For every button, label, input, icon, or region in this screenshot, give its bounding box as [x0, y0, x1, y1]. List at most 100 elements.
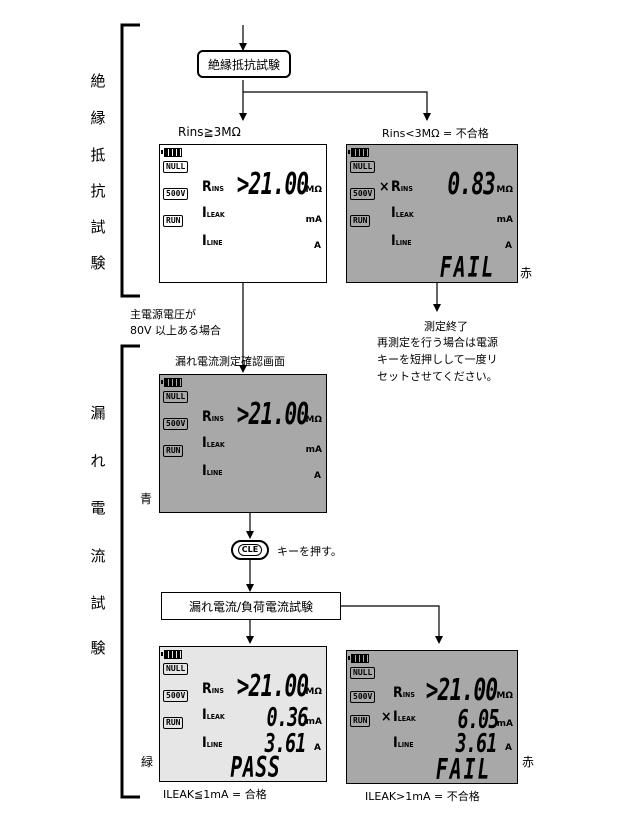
insulation-test-box: 絶縁抵抗試験	[197, 50, 291, 78]
main-voltage-label-2: 80V 以上ある場合	[130, 324, 222, 337]
red-label: 赤	[520, 266, 533, 280]
ileak-readout: 0.36	[266, 703, 309, 733]
lcd-leakage-confirm: NULL 500V RUN RINS ILEAK ILINE >21.00 MΩ…	[159, 374, 327, 513]
rins-readout: >21.00	[236, 397, 308, 432]
lcd-insulation-result: NULL 500V RUN RINS ILEAK ILINE >21.00 MΩ…	[159, 144, 327, 283]
voltage-indicator: 500V	[163, 188, 189, 200]
press-key-label: キーを押す。	[277, 545, 342, 558]
voltage-indicator: 500V	[163, 690, 189, 702]
cle-button-label: CLE	[237, 544, 263, 556]
null-indicator: NULL	[350, 667, 376, 679]
ileak-symbol: ILEAK	[391, 205, 414, 221]
lcd-insulation-fail: NULL 500V RUN × RINS ILEAK ILINE 0.83 MΩ…	[346, 144, 518, 284]
side-char: 漏	[90, 404, 106, 422]
end-note-line-1: 測定終了	[424, 320, 468, 333]
side-char: れ	[90, 452, 106, 470]
unit-mohm: MΩ	[305, 185, 322, 195]
end-note-line-3: キーを短押しして一度リ	[377, 353, 498, 366]
null-indicator: NULL	[163, 663, 189, 675]
unit-mohm: MΩ	[496, 185, 513, 195]
red-label: 赤	[522, 755, 535, 769]
run-indicator: RUN	[163, 215, 184, 227]
rins-readout: >21.00	[236, 669, 308, 704]
rins-fail-label: Rins<3MΩ = 不合格	[382, 127, 489, 140]
rins-symbol: RINS	[202, 681, 224, 697]
iline-symbol: ILINE	[391, 233, 412, 249]
unit-mohm: MΩ	[305, 687, 322, 697]
unit-a: A	[314, 241, 321, 251]
null-indicator: NULL	[163, 391, 189, 403]
side-char: 抵	[90, 146, 106, 164]
run-indicator: RUN	[163, 445, 184, 457]
ileak-symbol: ILEAK	[202, 707, 225, 723]
insulation-bracket	[120, 23, 140, 298]
rins-symbol: RINS	[202, 179, 224, 195]
iline-symbol: ILINE	[202, 233, 223, 249]
lcd-leakage-fail: NULL 500V RUN × RINS ILEAK ILINE >21.00 …	[346, 650, 518, 786]
battery-icon	[161, 148, 182, 157]
iline-readout: 3.61	[264, 729, 307, 759]
voltage-indicator: 500V	[163, 418, 189, 430]
rins-symbol: RINS	[393, 685, 415, 701]
run-indicator: RUN	[350, 715, 371, 727]
ileak-readout: 6.05	[457, 705, 500, 735]
end-note-line-4: セットさせてください。	[377, 370, 498, 383]
side-char: 験	[90, 254, 106, 272]
side-char: 電	[90, 499, 106, 517]
status-readout: FAIL	[435, 753, 491, 786]
side-char: 抗	[90, 182, 106, 200]
rins-symbol: RINS	[202, 409, 224, 425]
side-char: 験	[90, 639, 106, 657]
main-voltage-label-1: 主電源電圧が	[130, 308, 196, 321]
unit-a: A	[314, 471, 321, 481]
leakage-bracket	[120, 344, 140, 799]
lcd-leakage-pass: NULL 500V RUN RINS ILEAK ILINE >21.00 0.…	[159, 646, 327, 784]
voltage-indicator: 500V	[350, 188, 376, 200]
iline-symbol: ILINE	[393, 735, 414, 751]
status-readout: PASS	[229, 751, 280, 784]
unit-a: A	[314, 743, 321, 753]
ileak-symbol: ILEAK	[202, 205, 225, 221]
ileak-pass-label: ILEAK≦1mA = 合格	[163, 788, 267, 801]
unit-a: A	[505, 241, 512, 251]
run-indicator: RUN	[350, 215, 371, 227]
battery-icon	[348, 654, 369, 663]
ileak-fail-label: ILEAK>1mA = 不合格	[365, 790, 480, 803]
rins-pass-label: Rins≧3MΩ	[178, 125, 241, 139]
unit-ma: mA	[496, 215, 513, 225]
fail-cross-icon: ×	[379, 179, 390, 195]
side-char: 試	[90, 218, 106, 236]
unit-a: A	[505, 743, 512, 753]
rins-readout: 0.83	[447, 167, 495, 202]
run-indicator: RUN	[163, 717, 184, 729]
leakage-test-box: 漏れ電流/負荷電流試験	[161, 592, 341, 620]
side-char: 試	[90, 594, 106, 612]
iline-symbol: ILINE	[202, 735, 223, 751]
battery-icon	[161, 378, 182, 387]
green-label: 緑	[141, 755, 154, 769]
unit-ma: mA	[305, 215, 322, 225]
battery-icon	[161, 650, 182, 659]
ileak-symbol: ILEAK	[393, 709, 416, 725]
unit-ma: mA	[496, 719, 513, 729]
ileak-symbol: ILEAK	[202, 435, 225, 451]
cle-button[interactable]: CLE	[231, 540, 269, 560]
unit-mohm: MΩ	[496, 691, 513, 701]
rins-readout: >21.00	[425, 673, 497, 708]
fail-cross-icon: ×	[381, 709, 392, 725]
unit-mohm: MΩ	[305, 415, 322, 425]
blue-label: 青	[140, 492, 153, 506]
side-char: 流	[90, 547, 106, 565]
status-readout: FAIL	[439, 251, 495, 284]
rins-readout: >21.00	[236, 167, 308, 202]
end-note-line-2: 再測定を行う場合は電源	[377, 336, 498, 349]
side-char: 絶	[90, 72, 106, 90]
null-indicator: NULL	[163, 161, 189, 173]
null-indicator: NULL	[350, 161, 376, 173]
voltage-indicator: 500V	[350, 691, 376, 703]
rins-symbol: RINS	[391, 179, 413, 195]
iline-symbol: ILINE	[202, 463, 223, 479]
confirm-screen-label: 漏れ電流測定確認画面	[175, 355, 285, 368]
unit-ma: mA	[305, 717, 322, 727]
